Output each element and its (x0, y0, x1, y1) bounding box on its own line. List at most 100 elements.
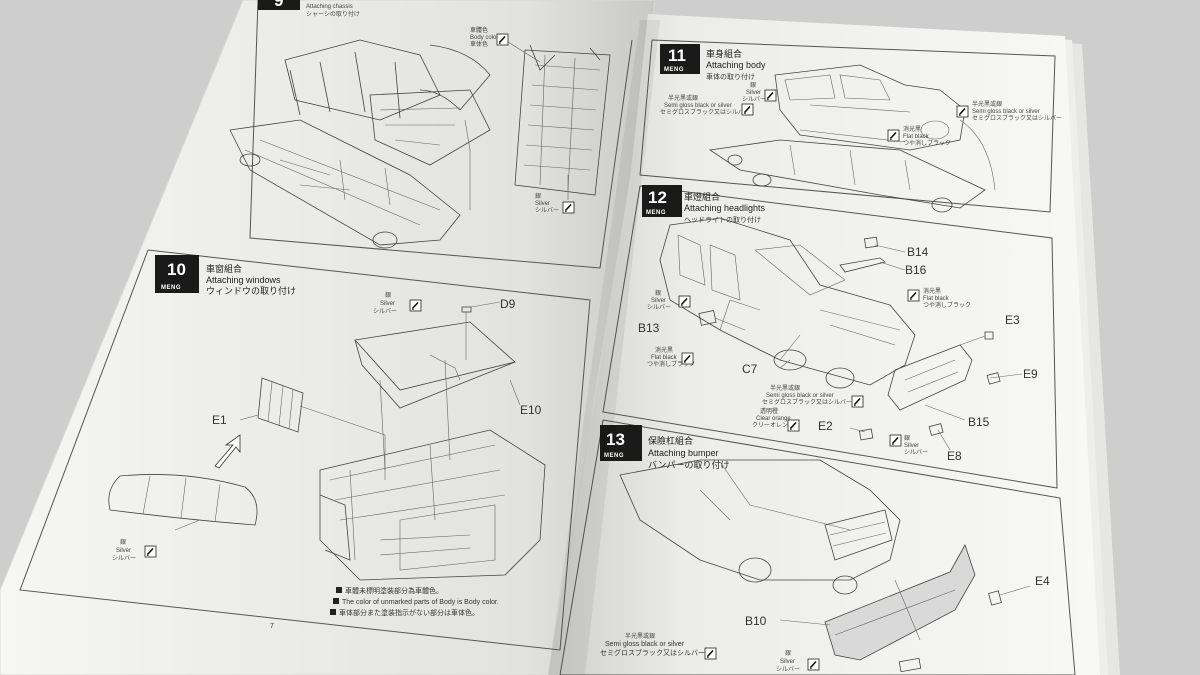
part-label-d9: D9 (500, 297, 516, 311)
truck-bumper-illustration (619, 459, 901, 595)
step-13-panel: 13 MENG 保險杠組合 Attaching bumper バンパーの取り付け… (559, 419, 1076, 675)
step-9-title-ja: シャーシの取り付け (306, 10, 360, 18)
svg-text:車体色: 車体色 (470, 40, 488, 48)
rear-window-part (108, 474, 258, 526)
svg-text:Silver: Silver (380, 301, 395, 307)
svg-text:半光黑或銀: 半光黑或銀 (668, 94, 698, 102)
step-12-title-zh: 車燈組合 (684, 191, 720, 202)
step-11-panel: 11 MENG 車身組合 Attaching body 車体の取り付け 銀 Si… (639, 39, 1062, 213)
svg-text:半光黑或銀: 半光黑或銀 (770, 384, 800, 392)
up-arrow-icon (214, 434, 241, 469)
step-13-title-en: Attaching bumper (648, 448, 719, 458)
callout-silver-e8: 銀 Silver シルバー (889, 434, 928, 456)
chassis-assembly-illustration (708, 139, 986, 213)
callout-silver-rear-window: 銀 Silver シルバー (112, 538, 157, 562)
step-10-title-en: Attaching windows (206, 275, 281, 285)
svg-text:銀: 銀 (535, 192, 541, 200)
callout-silver-headlight: 銀 Silver シルバー (647, 289, 691, 311)
window-part-e10 (354, 321, 516, 409)
svg-text:Flat black: Flat black (651, 355, 678, 361)
svg-text:つや消しブラック: つや消しブラック (647, 360, 695, 368)
svg-text:MENG: MENG (161, 285, 181, 291)
svg-text:銀: 銀 (750, 81, 756, 89)
step-10-title-ja: ウィンドウの取り付け (206, 286, 296, 296)
part-label-e9: E9 (1023, 367, 1038, 381)
page-number: 7 (270, 623, 274, 630)
callout-silver-step9: 銀 Silver シルバー (535, 175, 575, 214)
window-part-d9 (461, 306, 472, 360)
step-9-title-en: Attaching chassis (306, 4, 353, 10)
svg-text:Clear orange: Clear orange (756, 416, 791, 422)
svg-text:シルバー: シルバー (112, 555, 136, 562)
step-11-logo: 11 MENG (660, 44, 700, 74)
step-13-logo: 13 MENG (600, 425, 642, 461)
step-12-panel: 12 MENG 車燈組合 Attaching headlights ヘッドライト… (602, 185, 1058, 489)
svg-text:Silver: Silver (535, 201, 550, 207)
svg-text:透明橙: 透明橙 (760, 407, 778, 415)
callout-clear-orange: 透明橙 Clear orange クリーオレンジ (752, 407, 800, 432)
left-page (0, 0, 656, 675)
part-label-e1: E1 (212, 413, 227, 427)
bumper-light-part-e4 (988, 590, 1002, 606)
svg-text:銀: 銀 (785, 649, 791, 657)
step-11-number: 11 (668, 46, 686, 65)
svg-text:Silver: Silver (780, 659, 795, 665)
svg-text:Silver: Silver (746, 90, 761, 96)
svg-text:銀: 銀 (120, 538, 126, 546)
svg-text:シルバー: シルバー (535, 207, 559, 214)
bumper-part-b10 (824, 544, 976, 661)
step-13-number: 13 (606, 430, 625, 449)
chassis-frame-part (514, 44, 611, 196)
svg-text:MENG: MENG (664, 67, 684, 73)
headlight-part-b13 (698, 309, 717, 326)
svg-text:車体部分また塗装指示がない部分は車体色。: 車体部分また塗装指示がない部分は車体色。 (339, 608, 479, 617)
svg-text:シルバー: シルバー (647, 304, 671, 311)
svg-text:Silver: Silver (116, 548, 131, 554)
svg-text:車體色: 車體色 (470, 26, 488, 34)
svg-text:Semi gloss black or silver: Semi gloss black or silver (605, 641, 685, 648)
step-12-number: 12 (648, 188, 667, 207)
svg-text:消光黑: 消光黑 (655, 346, 673, 354)
gutter-shadow (548, 20, 660, 675)
part-label-e2: E2 (818, 419, 833, 433)
svg-text:Body color: Body color (470, 35, 498, 41)
callout-silver-step11: 銀 Silver シルバー (742, 81, 777, 103)
chassis-illustration (229, 39, 491, 249)
part-label-e8: E8 (947, 449, 962, 463)
svg-text:銀: 銀 (904, 434, 910, 442)
svg-text:セミグロスブラック又はシルバー: セミグロスブラック又はシルバー (762, 398, 852, 406)
part-label-c7: C7 (742, 362, 758, 376)
step-13-title-ja: バンパーの取り付け (648, 460, 729, 470)
step-10-title-zh: 車窗組合 (206, 263, 242, 274)
step-9-panel: 9 Attaching chassis シャーシの取り付け 車體色 (229, 0, 633, 269)
callout-flat-black-wiper: 消光黑 Flat black つや消しブラック (907, 287, 971, 309)
svg-text:Flat black: Flat black (903, 134, 930, 140)
svg-text:シルバー: シルバー (904, 449, 928, 456)
part-label-b16: B16 (905, 263, 927, 277)
svg-text:セミグロスブラック又はシルバー: セミグロスブラック又はシルバー (972, 114, 1062, 122)
svg-text:MENG: MENG (646, 210, 666, 216)
svg-text:セミグロスブラック又はシルバー: セミグロスブラック又はシルバー (600, 648, 705, 657)
svg-text:The color of unmarked parts of: The color of unmarked parts of Body is B… (342, 599, 499, 606)
step-9-number: 9 (274, 0, 283, 10)
step-11-title-ja: 車体の取り付け (706, 72, 755, 81)
mirror-part-b14 (864, 236, 879, 249)
svg-text:Flat black: Flat black (923, 296, 950, 302)
body-color-notes: 車體未標明塗裝部分為車體色。 The color of unmarked par… (330, 586, 499, 617)
svg-text:Semi gloss black or silver: Semi gloss black or silver (664, 103, 732, 109)
svg-text:Silver: Silver (904, 443, 919, 449)
svg-text:シルバー: シルバー (373, 308, 397, 315)
svg-text:半光黑或銀: 半光黑或銀 (972, 100, 1002, 108)
svg-text:クリーオレンジ: クリーオレンジ (752, 422, 794, 429)
step-9-logo: 9 (258, 0, 300, 10)
light-part-e3 (984, 331, 994, 340)
bumper-fog-light (898, 657, 922, 673)
callout-semigloss-bumper: 半光黑或銀 Semi gloss black or silver セミグロスブラ… (600, 632, 717, 660)
step-10-logo: 10 MENG (155, 255, 199, 293)
part-label-e4: E4 (1035, 574, 1050, 588)
step-12-logo: 12 MENG (642, 185, 682, 217)
wiper-part-b16 (839, 257, 886, 273)
svg-text:半光黑或銀: 半光黑或銀 (625, 632, 655, 640)
step-11-title-en: Attaching body (706, 60, 766, 70)
